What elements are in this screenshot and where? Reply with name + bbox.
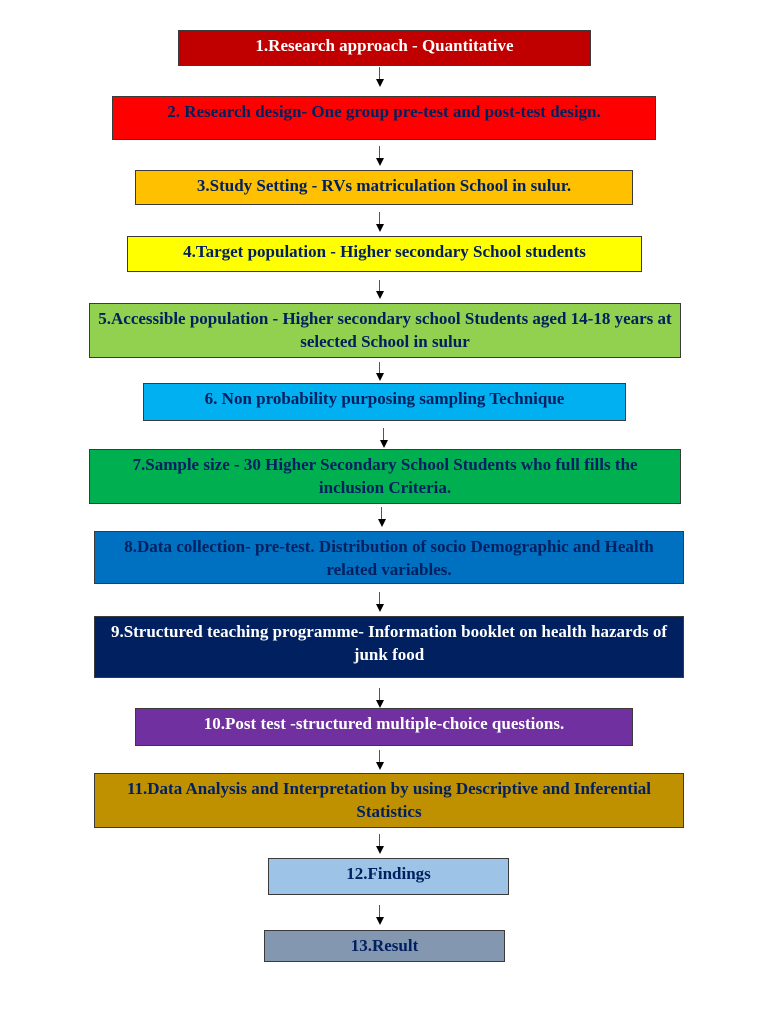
step-4-target-population: 4.Target population - Higher secondary S…	[127, 236, 642, 272]
arrow-6-to-7	[378, 428, 390, 448]
step-11-data-analysis: 11.Data Analysis and Interpretation by u…	[94, 773, 684, 828]
step-13-result: 13.Result	[264, 930, 505, 962]
step-4-label: 4.Target population - Higher secondary S…	[183, 242, 586, 261]
step-3-study-setting: 3.Study Setting - RVs matriculation Scho…	[135, 170, 633, 205]
arrow-7-to-8	[376, 507, 388, 527]
arrow-12-to-13	[374, 905, 386, 925]
step-10-label: 10.Post test -structured multiple-choice…	[203, 714, 565, 733]
step-7-sample-size: 7.Sample size - 30 Higher Secondary Scho…	[89, 449, 681, 504]
step-8-label: 8.Data collection- pre-test. Distributio…	[124, 537, 654, 579]
step-2-label: 2. Research design- One group pre-test a…	[167, 102, 601, 121]
step-12-label: 12.Findings	[346, 864, 431, 883]
step-11-label: 11.Data Analysis and Interpretation by u…	[126, 779, 652, 821]
step-7-label: 7.Sample size - 30 Higher Secondary Scho…	[132, 455, 638, 497]
arrow-1-to-2	[374, 67, 386, 87]
step-3-label: 3.Study Setting - RVs matriculation Scho…	[196, 176, 572, 195]
step-8-data-collection: 8.Data collection- pre-test. Distributio…	[94, 531, 684, 584]
arrow-2-to-3	[374, 146, 386, 166]
step-9-label: 9.Structured teaching programme- Informa…	[110, 622, 668, 664]
arrow-5-to-6	[374, 362, 386, 381]
arrow-9-to-10	[374, 688, 386, 708]
step-6-label: 6. Non probability purposing sampling Te…	[204, 389, 565, 408]
step-9-teaching-programme: 9.Structured teaching programme- Informa…	[94, 616, 684, 678]
step-13-label: 13.Result	[350, 936, 419, 955]
step-10-post-test: 10.Post test -structured multiple-choice…	[135, 708, 633, 746]
step-1-research-approach: 1.Research approach - Quantitative	[178, 30, 591, 66]
step-5-label: 5.Accessible population - Higher seconda…	[98, 309, 672, 351]
arrow-8-to-9	[374, 592, 386, 612]
step-6-sampling-technique: 6. Non probability purposing sampling Te…	[143, 383, 626, 421]
arrow-11-to-12	[374, 834, 386, 854]
step-5-accessible-population: 5.Accessible population - Higher seconda…	[89, 303, 681, 358]
step-12-findings: 12.Findings	[268, 858, 509, 895]
arrow-3-to-4	[374, 212, 386, 232]
step-1-label: 1.Research approach - Quantitative	[255, 36, 514, 55]
step-2-research-design: 2. Research design- One group pre-test a…	[112, 96, 656, 140]
arrow-4-to-5	[374, 280, 386, 299]
arrow-10-to-11	[374, 750, 386, 770]
